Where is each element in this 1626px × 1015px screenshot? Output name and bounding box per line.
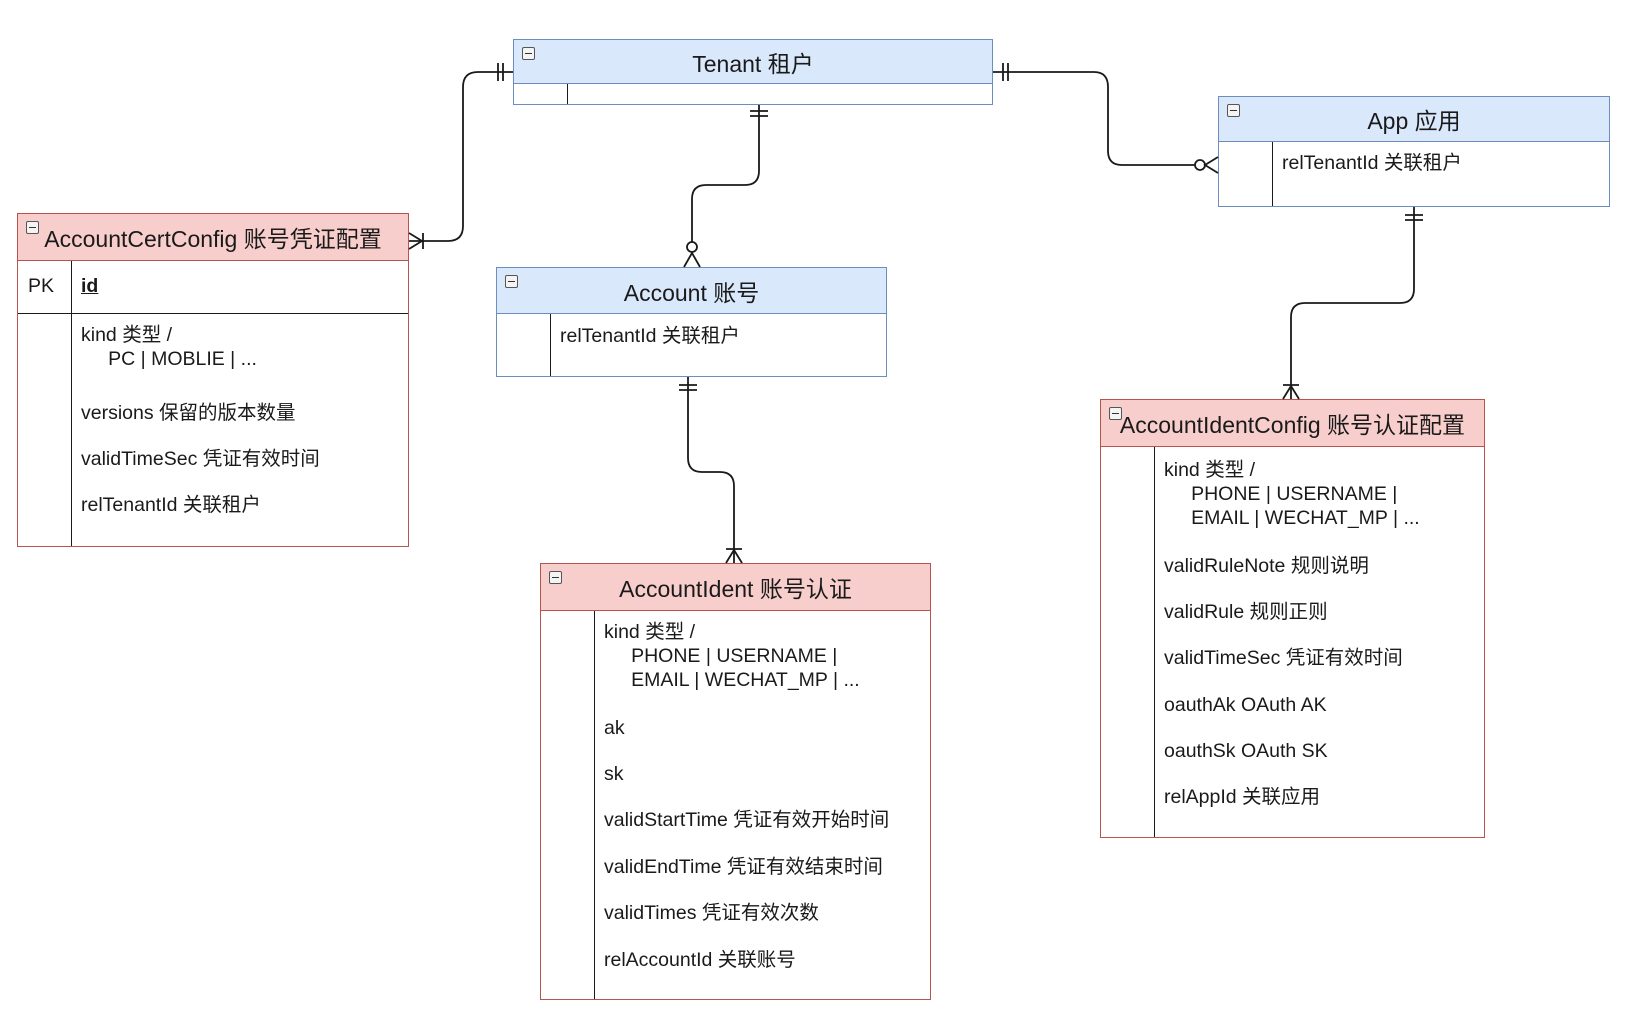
entity-body: relTenantId 关联租户: [1219, 142, 1609, 206]
crowfoot-many-marker: [683, 251, 701, 268]
field-item: oauthSk OAuth SK: [1164, 740, 1328, 762]
one-mandatory-marker: [750, 110, 768, 117]
field-item: kind 类型 / PHONE | USERNAME | EMAIL | WEC…: [604, 621, 860, 691]
relationship-account-ident: [679, 377, 743, 564]
crowfoot-many-marker: [725, 548, 743, 564]
entity-title: Account 账号: [623, 279, 760, 306]
field-item: validRule 规则正则: [1164, 601, 1328, 623]
entity-header[interactable]: Tenant 租户: [514, 40, 992, 84]
entity-body: PK id kind 类型 / PC | MOBLIE | ... versio…: [18, 261, 408, 546]
connector-line: [691, 105, 760, 242]
collapse-icon[interactable]: [505, 275, 518, 288]
entity-header[interactable]: AccountIdent 账号认证: [541, 564, 930, 611]
one-mandatory-marker: [679, 384, 697, 391]
field-item: oauthAk OAuth AK: [1164, 694, 1327, 716]
field-item: relTenantId 关联租户: [560, 325, 740, 347]
field-item: relAppId 关联应用: [1164, 786, 1321, 808]
field-item: validTimes 凭证有效次数: [604, 902, 819, 924]
crowfoot-many-marker: [1282, 384, 1300, 400]
entity-account-ident-config[interactable]: AccountIdentConfig 账号认证配置 kind 类型 / PHON…: [1100, 399, 1485, 838]
field-item: versions 保留的版本数量: [81, 402, 296, 424]
collapse-icon[interactable]: [549, 571, 562, 584]
field-item: validTimeSec 凭证有效时间: [81, 448, 320, 470]
field-item: validStartTime 凭证有效开始时间: [604, 809, 890, 831]
entity-title: AccountIdent 账号认证: [619, 576, 852, 602]
entity-body: relTenantId 关联租户: [497, 314, 886, 376]
one-mandatory-marker: [497, 63, 504, 81]
collapse-icon[interactable]: [1227, 104, 1240, 117]
entity-body: kind 类型 / PHONE | USERNAME | EMAIL | WEC…: [1101, 447, 1484, 837]
field-item: ak: [604, 717, 625, 739]
entity-account[interactable]: Account 账号 relTenantId 关联租户: [496, 267, 887, 377]
entity-title: AccountCertConfig 账号凭证配置: [44, 226, 382, 252]
field-item: validRuleNote 规则说明: [1164, 555, 1369, 577]
field-item: kind 类型 / PHONE | USERNAME | EMAIL | WEC…: [1164, 459, 1420, 529]
relationship-tenant-account: [683, 105, 768, 268]
crowfoot-many-marker: [1203, 156, 1219, 174]
entity-account-cert-config[interactable]: AccountCertConfig 账号凭证配置 PK id kind 类型 /…: [17, 213, 409, 547]
entity-title: AccountIdentConfig 账号认证配置: [1119, 412, 1466, 438]
field-item: relTenantId 关联租户: [1282, 152, 1462, 174]
column-divider: [71, 261, 72, 546]
field-item: kind 类型 / PC | MOBLIE | ...: [81, 324, 257, 370]
column-divider: [567, 84, 568, 104]
relationship-app-ident-config: [1282, 207, 1423, 400]
entity-body: [514, 84, 992, 104]
entity-header[interactable]: Account 账号: [497, 268, 886, 314]
pk-label: PK: [28, 275, 55, 297]
entity-title: Tenant 租户: [692, 50, 814, 77]
connector-line: [687, 377, 735, 563]
column-divider: [1272, 142, 1273, 206]
relationship-tenant-account-cert-config: [408, 63, 513, 250]
connector-line: [1290, 207, 1415, 399]
entity-app[interactable]: App 应用 relTenantId 关联租户: [1218, 96, 1610, 207]
entity-header[interactable]: AccountIdentConfig 账号认证配置: [1101, 400, 1484, 447]
entity-header[interactable]: AccountCertConfig 账号凭证配置: [18, 214, 408, 261]
column-divider: [1154, 447, 1155, 837]
entity-tenant[interactable]: Tenant 租户: [513, 39, 993, 105]
column-divider: [550, 314, 551, 376]
field-item: validEndTime 凭证有效结束时间: [604, 856, 883, 878]
field-item: relAccountId 关联账号: [604, 949, 796, 971]
primary-key-row: PK id: [18, 261, 408, 314]
entity-account-ident[interactable]: AccountIdent 账号认证 kind 类型 / PHONE | USER…: [540, 563, 931, 1000]
entity-header[interactable]: App 应用: [1219, 97, 1609, 142]
field-item: validTimeSec 凭证有效时间: [1164, 647, 1403, 669]
zero-marker: [686, 241, 698, 253]
field-item: sk: [604, 763, 624, 785]
entity-body: kind 类型 / PHONE | USERNAME | EMAIL | WEC…: [541, 611, 930, 999]
field-item: relTenantId 关联租户: [81, 494, 261, 516]
crowfoot-many-marker: [408, 232, 424, 250]
entity-title: App 应用: [1367, 108, 1461, 134]
one-mandatory-marker: [1405, 214, 1423, 221]
collapse-icon[interactable]: [522, 47, 535, 60]
connector-line: [993, 71, 1195, 166]
pk-field: id: [81, 275, 99, 297]
one-mandatory-marker: [1002, 63, 1009, 81]
collapse-icon[interactable]: [26, 221, 39, 234]
zero-marker: [1194, 159, 1206, 171]
relationship-tenant-app: [993, 63, 1219, 174]
collapse-icon[interactable]: [1109, 407, 1122, 420]
column-divider: [594, 611, 595, 999]
connector-line: [409, 71, 513, 242]
